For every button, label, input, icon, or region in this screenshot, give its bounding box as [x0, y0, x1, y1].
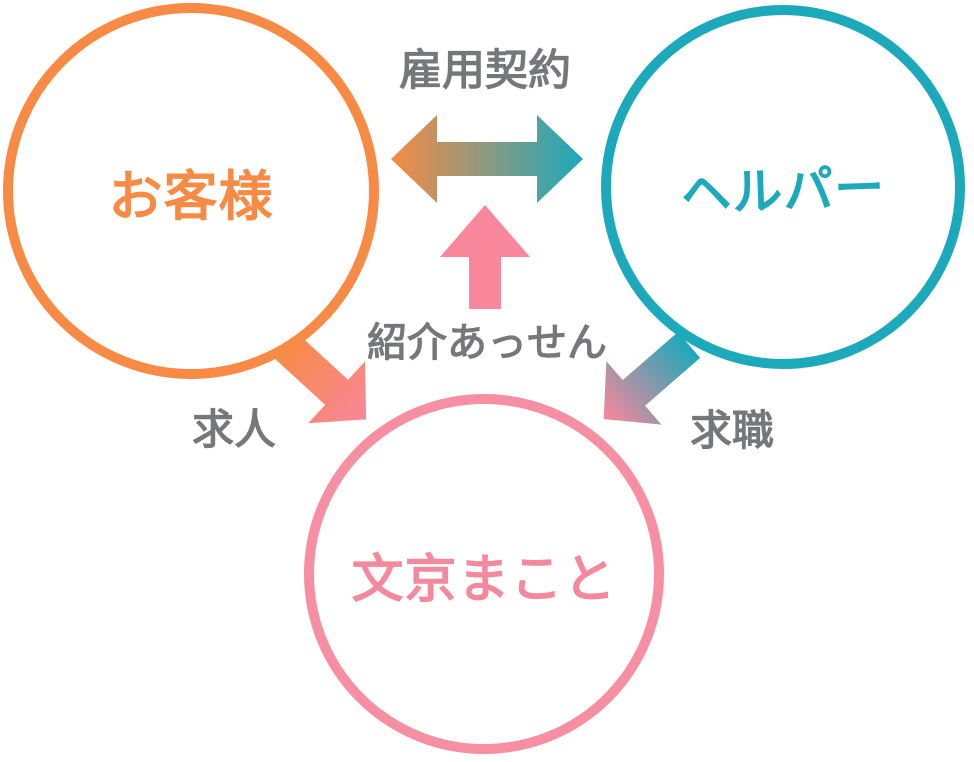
company-circle: 文京まこと	[304, 394, 664, 754]
company-label: 文京まこと	[351, 549, 617, 610]
helper-circle: ヘルパー	[601, 5, 965, 369]
referral-arrow	[440, 205, 530, 309]
employment-label: 雇用契約	[399, 46, 571, 96]
helper-label: ヘルパー	[680, 158, 887, 224]
customer-circle: お客様	[3, 3, 379, 379]
employment-arrow	[391, 115, 583, 203]
job-offer-label: 求人	[192, 405, 277, 454]
job-seek-label: 求職	[690, 406, 775, 455]
customer-label: お客様	[108, 164, 274, 228]
referral-label: 紹介あっせん	[367, 320, 607, 366]
